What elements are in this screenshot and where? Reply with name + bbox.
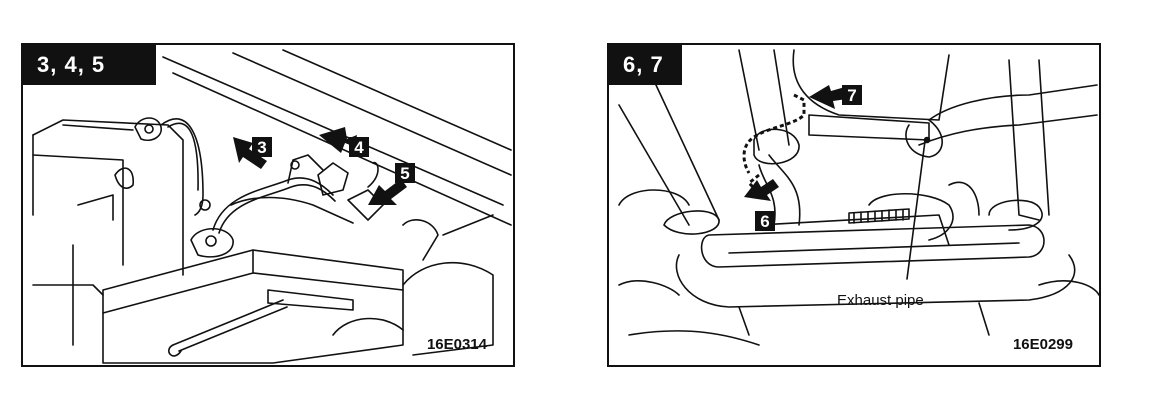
figure-tab-label: 6, 7 — [609, 45, 682, 85]
callout-7: 7 — [847, 86, 856, 105]
figure-panel-battery: 3 4 5 3, 4, 5 16E0314 — [21, 43, 515, 367]
exhaust-harness-illustration: 7 6 Exhaust pipe — [618, 49, 1099, 346]
figure-panel-exhaust: 7 6 Exhaust pipe 6, 7 16E0299 — [607, 43, 1101, 367]
figure-code: 16E0314 — [426, 336, 487, 353]
figure-tab-label: 3, 4, 5 — [23, 45, 156, 85]
battery-cable-illustration: 3 4 5 — [32, 49, 512, 364]
callout-6: 6 — [760, 212, 769, 231]
callout-4: 4 — [354, 138, 364, 157]
callout-3: 3 — [257, 138, 266, 157]
exhaust-pipe-label: Exhaust pipe — [837, 292, 924, 309]
figure-code: 16E0299 — [1012, 336, 1073, 353]
callout-5: 5 — [400, 164, 409, 183]
